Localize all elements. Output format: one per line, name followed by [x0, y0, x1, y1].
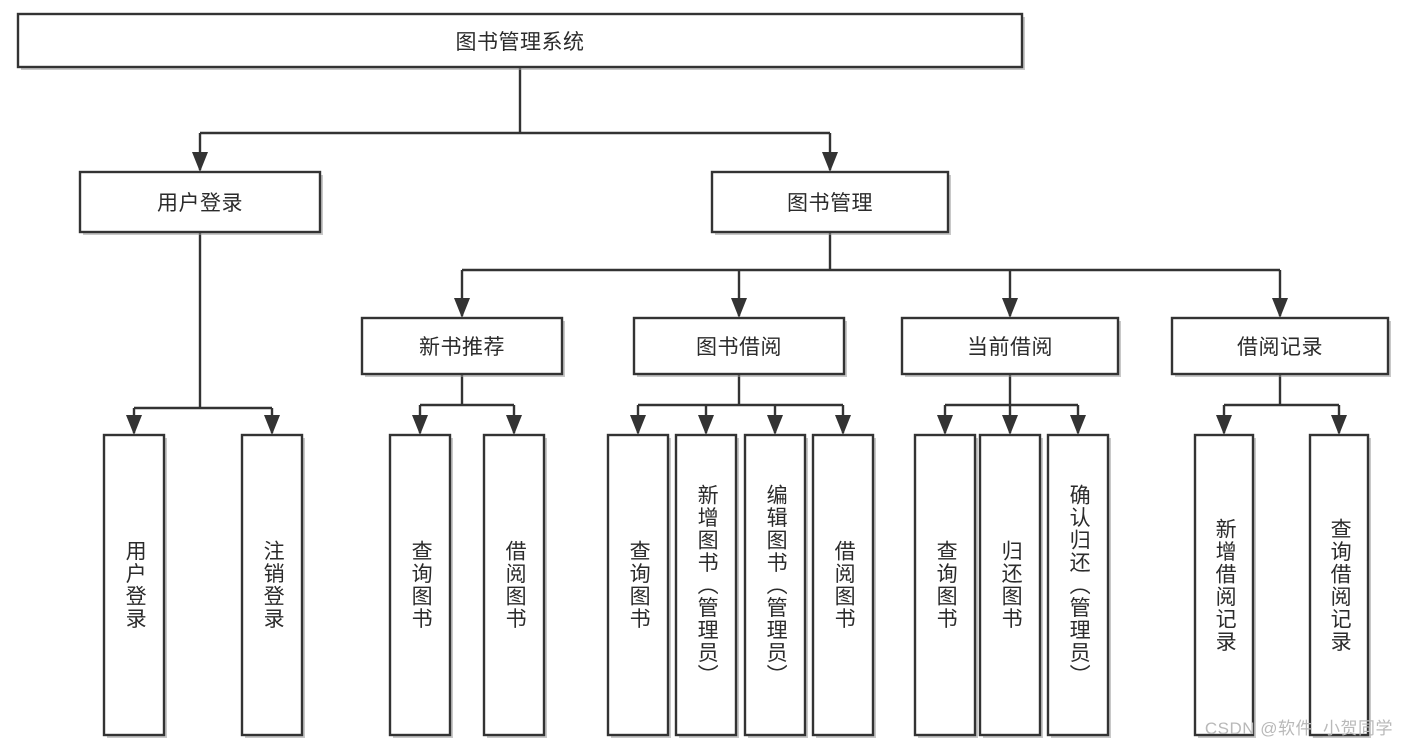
arrow-new-book-recommend-to-leaf-0	[412, 415, 428, 435]
connectors-layer	[126, 67, 1347, 435]
node-new-book-recommend[interactable]	[360, 316, 564, 376]
node-leaf-edit-book[interactable]	[743, 433, 807, 737]
arrow-userlogin-to-leaf-0	[126, 415, 142, 435]
arrow-borrow-record-to-leaf-1	[1331, 415, 1347, 435]
node-borrow-record[interactable]	[1170, 316, 1390, 376]
arrow-root-to-child-0	[192, 152, 208, 172]
node-leaf-query-book-3[interactable]	[913, 433, 977, 737]
arrow-bookmanage-to-child-1	[731, 298, 747, 318]
node-leaf-user-login[interactable]	[102, 433, 166, 737]
node-leaf-borrow-book-2[interactable]	[811, 433, 875, 737]
node-leaf-borrow-book-1[interactable]	[482, 433, 546, 737]
arrow-borrow-record-to-leaf-0	[1216, 415, 1232, 435]
node-leaf-query-book-1[interactable]	[388, 433, 452, 737]
arrow-bookmanage-to-child-0	[454, 298, 470, 318]
node-root[interactable]	[16, 12, 1024, 69]
arrow-bookmanage-to-child-2	[1002, 298, 1018, 318]
node-leaf-logout[interactable]	[240, 433, 304, 737]
arrow-root-to-child-1	[822, 152, 838, 172]
node-leaf-add-book[interactable]	[674, 433, 738, 737]
arrow-book-borrow-to-leaf-3	[835, 415, 851, 435]
arrow-current-borrow-to-leaf-2	[1070, 415, 1086, 435]
node-user-login[interactable]	[78, 170, 322, 234]
arrow-book-borrow-to-leaf-2	[767, 415, 783, 435]
arrow-bookmanage-to-child-3	[1272, 298, 1288, 318]
arrow-userlogin-to-leaf-1	[264, 415, 280, 435]
node-leaf-confirm-return[interactable]	[1046, 433, 1110, 737]
node-leaf-query-record[interactable]	[1308, 433, 1370, 737]
node-current-borrow[interactable]	[900, 316, 1120, 376]
node-book-manage[interactable]	[710, 170, 950, 234]
arrow-book-borrow-to-leaf-1	[698, 415, 714, 435]
arrow-new-book-recommend-to-leaf-1	[506, 415, 522, 435]
boxes-layer	[16, 12, 1391, 738]
node-leaf-return-book[interactable]	[978, 433, 1042, 737]
node-leaf-query-book-2[interactable]	[606, 433, 670, 737]
node-leaf-add-record[interactable]	[1193, 433, 1255, 737]
arrow-book-borrow-to-leaf-0	[630, 415, 646, 435]
arrow-current-borrow-to-leaf-1	[1002, 415, 1018, 435]
arrow-current-borrow-to-leaf-0	[937, 415, 953, 435]
node-book-borrow[interactable]	[632, 316, 846, 376]
